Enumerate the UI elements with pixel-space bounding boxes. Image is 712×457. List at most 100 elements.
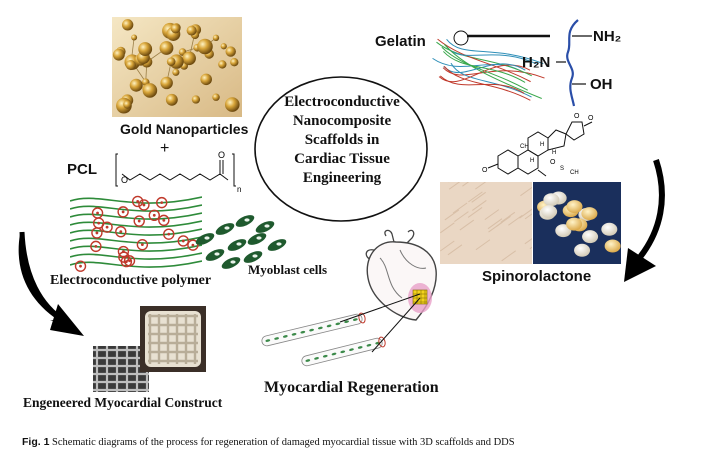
tablet <box>543 193 560 207</box>
spironolactone-structure: O O O O CH H H H S CH <box>482 113 594 177</box>
spinorolactone-label: Spinorolactone <box>482 268 592 285</box>
nanoparticle <box>125 59 136 71</box>
scaffold-fiber <box>301 336 386 367</box>
nanoparticle <box>170 23 181 34</box>
tablet <box>604 239 621 253</box>
pcl-subscript-n: n <box>237 185 241 193</box>
figure-caption-text: Schematic diagrams of the process for re… <box>52 437 515 448</box>
nanoparticle <box>159 41 174 55</box>
steroid-h2: H <box>530 158 534 164</box>
polymer-node <box>148 209 160 221</box>
scaffold-fiber <box>261 312 366 347</box>
nanoparticle <box>166 57 176 66</box>
tablet <box>541 205 558 219</box>
polymer-node <box>138 199 150 211</box>
polymer-node <box>120 255 133 268</box>
polymer-node <box>74 260 87 272</box>
nanoparticle <box>191 95 201 104</box>
engineered-construct-label: Engeneered Myocardial Construct <box>23 395 223 410</box>
figure-caption-label: Fig. 1 <box>22 436 50 448</box>
polymer-node <box>115 225 127 238</box>
central-title-line: Cardiac Tissue <box>294 151 390 167</box>
nanoparticle <box>121 19 134 31</box>
scaffold-fibers <box>261 312 386 367</box>
tablet <box>601 222 618 236</box>
gelatin-fibers-image <box>432 30 550 101</box>
nanoparticle <box>138 42 153 57</box>
nanoparticle <box>186 25 197 36</box>
polymer-node <box>133 215 145 227</box>
polymer-node <box>117 206 129 218</box>
nanoparticle <box>172 68 180 76</box>
nanoparticle <box>165 93 178 106</box>
nanoparticle <box>131 34 138 41</box>
polymer-node <box>187 239 199 251</box>
scaffold-photo <box>140 306 206 372</box>
electroconductive-polymer-label: Electroconductive polymer <box>50 273 212 288</box>
gold-nanoparticles-label: Gold Nanoparticles <box>120 121 249 137</box>
steroid-ch3-a: CH <box>520 144 529 150</box>
gelatin-label: Gelatin <box>375 33 426 50</box>
pcl-structure: O O n <box>115 150 241 193</box>
polymer-node <box>163 228 175 240</box>
right-arrowhead <box>624 248 656 282</box>
nanoparticle <box>220 43 227 50</box>
nanoparticle <box>200 73 212 86</box>
nanoparticle <box>160 76 173 90</box>
central-title-line: Nanocomposite <box>292 113 392 129</box>
figure-caption: Fig. 1 Schematic diagrams of the process… <box>22 436 515 448</box>
tablet <box>581 207 598 221</box>
central-title-line: Electroconductive <box>284 94 400 110</box>
polymer-node <box>177 235 189 247</box>
nanoparticle <box>230 58 239 67</box>
nanoparticle <box>224 97 240 112</box>
polymer-node <box>101 221 113 233</box>
left-arrowhead <box>50 304 84 336</box>
nanoparticle <box>182 51 196 66</box>
oh-label: OH <box>590 76 613 93</box>
steroid-s: S <box>560 166 564 172</box>
myoblast-cells-label: Myoblast cells <box>248 262 328 277</box>
polymer-node <box>91 227 103 239</box>
polymer-node <box>90 240 102 253</box>
polymer-network-image <box>70 195 202 272</box>
nanoparticle <box>123 100 132 109</box>
nanoparticle <box>197 38 213 55</box>
steroid-h1: H <box>540 142 544 148</box>
steroid-ch3-b: CH <box>570 170 579 176</box>
steroid-o1: O <box>482 167 488 174</box>
central-title-line: Engineering <box>302 170 382 186</box>
nanoparticle <box>129 78 143 92</box>
central-ellipse <box>254 76 428 222</box>
myoblast-cells-image <box>195 215 287 269</box>
nh2-label: NH₂ <box>593 28 622 45</box>
polymer-node <box>131 195 144 208</box>
tablet <box>566 200 583 214</box>
powder-photo <box>440 182 532 264</box>
tablet <box>582 230 599 244</box>
gelatin-molecule <box>556 19 592 107</box>
steroid-h3: H <box>552 150 556 156</box>
tablets-photo <box>533 182 621 264</box>
steroid-o3: O <box>574 113 580 120</box>
polymer-node <box>158 214 170 227</box>
scaffold-sem-photo <box>93 346 149 392</box>
nanoparticle <box>212 34 220 42</box>
nanoparticle <box>218 60 227 69</box>
nanoparticle <box>212 93 220 101</box>
h2n-label: H₂N <box>522 54 551 71</box>
gold-nanoparticles-image <box>112 17 242 117</box>
pcl-ester-o: O <box>121 175 128 185</box>
nanoparticle <box>142 83 158 98</box>
tablet <box>566 217 583 231</box>
pcl-label: PCL <box>67 161 97 178</box>
central-title-line: Scaffolds in <box>304 132 380 148</box>
nanoparticle <box>112 48 125 61</box>
polymer-node <box>136 238 149 251</box>
nanoparticle <box>225 46 236 57</box>
steroid-o4: O <box>550 159 556 166</box>
pcl-carbonyl-o: O <box>218 150 225 160</box>
plus-sign: + <box>160 140 170 157</box>
